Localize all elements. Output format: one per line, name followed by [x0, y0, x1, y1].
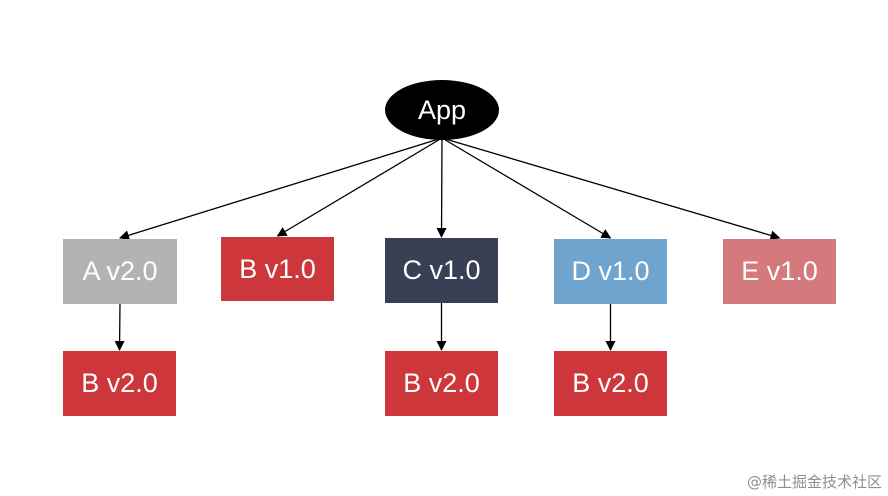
- node-b-v2-under-a-label: B v2.0: [81, 368, 158, 398]
- node-d-v1-label: D v1.0: [571, 256, 650, 286]
- node-b-v1-label: B v1.0: [239, 253, 316, 284]
- node-e-v1: E v1.0: [723, 239, 836, 304]
- node-e-v1-label: E v1.0: [741, 256, 818, 286]
- node-b-v2-under-c-label: B v2.0: [403, 368, 480, 398]
- watermark: @稀土掘金技术社区: [746, 473, 882, 491]
- edge-app-to-e1: [441, 137, 781, 241]
- edge-app-to-b1: [276, 137, 443, 237]
- node-b-v2-under-d-label: B v2.0: [572, 368, 649, 398]
- node-app: App: [385, 80, 499, 140]
- node-b-v2-under-c: B v2.0: [385, 351, 498, 416]
- edge-app-to-d1: [441, 137, 612, 239]
- edge-app-to-c1: [436, 137, 447, 238]
- node-d-v1: D v1.0: [554, 239, 667, 304]
- node-c-v1-label: C v1.0: [402, 255, 481, 285]
- edge-a2-to-b2a: [114, 303, 125, 351]
- edge-app-to-a2: [119, 137, 443, 241]
- node-b-v1: B v1.0: [221, 237, 334, 301]
- node-c-v1: C v1.0: [385, 238, 498, 303]
- node-b-v2-under-a: B v2.0: [63, 351, 176, 416]
- node-b-v2-under-d: B v2.0: [554, 351, 667, 416]
- node-a-v2: A v2.0: [63, 239, 177, 304]
- node-app-label: App: [417, 94, 467, 125]
- node-a-v2-label: A v2.0: [82, 256, 158, 286]
